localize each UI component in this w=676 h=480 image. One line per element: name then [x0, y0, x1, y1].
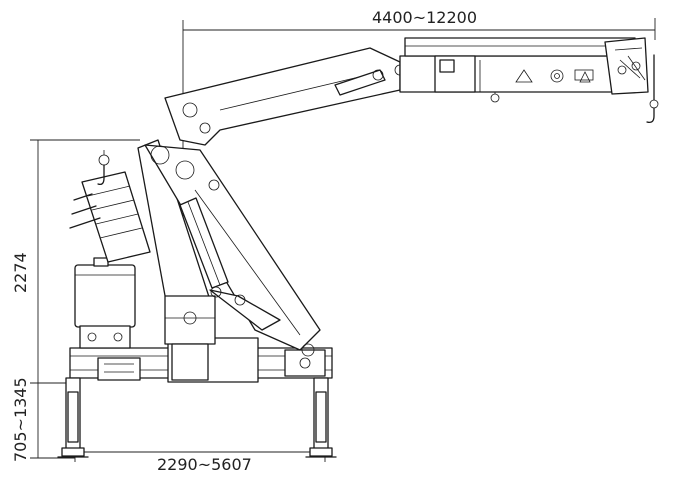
- outrigger-height-dimension-label: 705~1345: [11, 377, 30, 462]
- span-dimension-label: 2290~5607: [157, 455, 252, 474]
- reach-dimension-label: 4400~12200: [372, 8, 477, 27]
- lift-cylinder: [179, 197, 229, 298]
- boom-tip: [604, 37, 659, 124]
- main-boom: [144, 144, 321, 357]
- oil-tank: [74, 257, 136, 349]
- height-dimension-label: 2274: [11, 252, 30, 293]
- outer-boom: [164, 47, 406, 146]
- control-valves: [69, 150, 151, 263]
- telescopic-boom: [399, 37, 636, 103]
- column: [137, 139, 216, 381]
- dimension-lines: [30, 18, 656, 462]
- right-outrigger: [305, 377, 337, 458]
- left-outrigger: [57, 377, 89, 458]
